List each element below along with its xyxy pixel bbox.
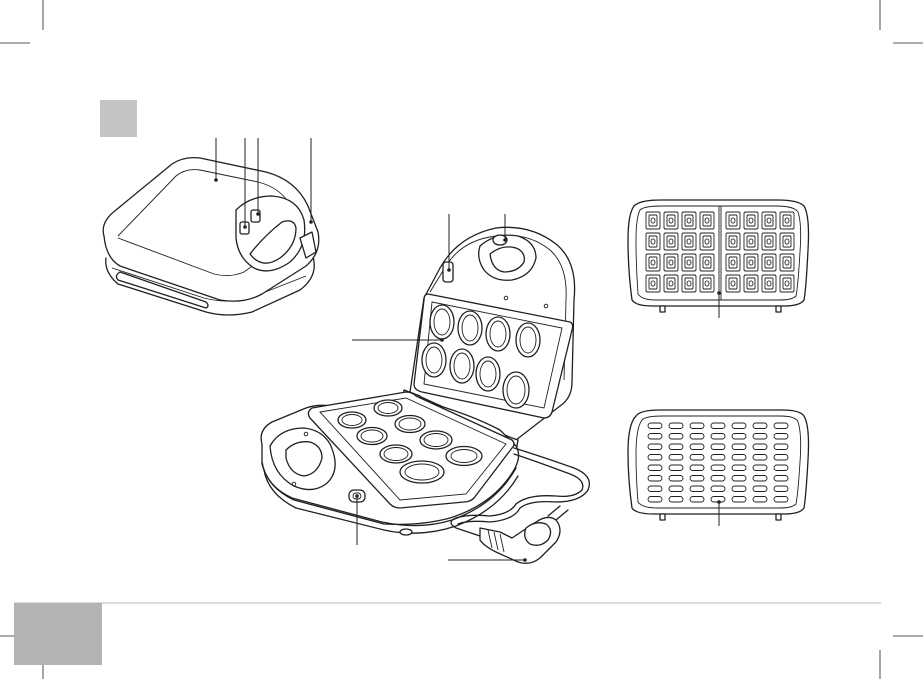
footer-block bbox=[14, 603, 102, 665]
section-marker bbox=[100, 100, 137, 137]
waffle-plate-icon bbox=[628, 200, 809, 312]
sandwich-maker-closed-icon bbox=[103, 158, 319, 315]
